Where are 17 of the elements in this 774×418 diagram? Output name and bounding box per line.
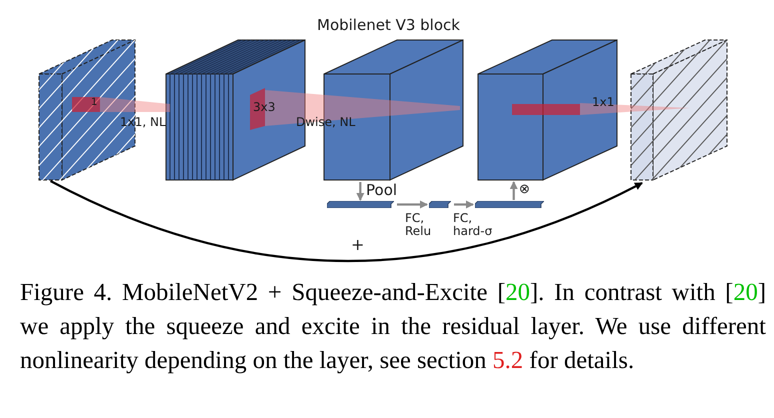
feature-bar bbox=[327, 201, 394, 208]
tensor-block bbox=[630, 39, 728, 181]
layer-label: 3x3 bbox=[253, 101, 276, 114]
layer-label: 1 bbox=[91, 97, 98, 108]
arrow bbox=[454, 200, 474, 208]
feature-bar bbox=[475, 201, 544, 208]
arrow bbox=[356, 182, 364, 201]
edge-label: Pool bbox=[366, 182, 398, 198]
layer-label: Dwise, NL bbox=[296, 116, 356, 130]
layer-label: 1x1 bbox=[592, 96, 614, 110]
arrow bbox=[50, 180, 643, 262]
feature-bar bbox=[429, 201, 451, 208]
arrow bbox=[397, 200, 428, 208]
diagram-title: Mobilenet V3 block bbox=[317, 17, 460, 34]
tensor-block bbox=[477, 39, 618, 181]
figure-caption: Figure 4. MobileNetV2 + Squeeze-and-Excite [20]. In contrast with [20] we apply the squeeze and excite in the residual layer. We use different nonlinearity depending on the layer, see section 5.2 for details. bbox=[20, 278, 766, 376]
arrow bbox=[510, 181, 518, 200]
